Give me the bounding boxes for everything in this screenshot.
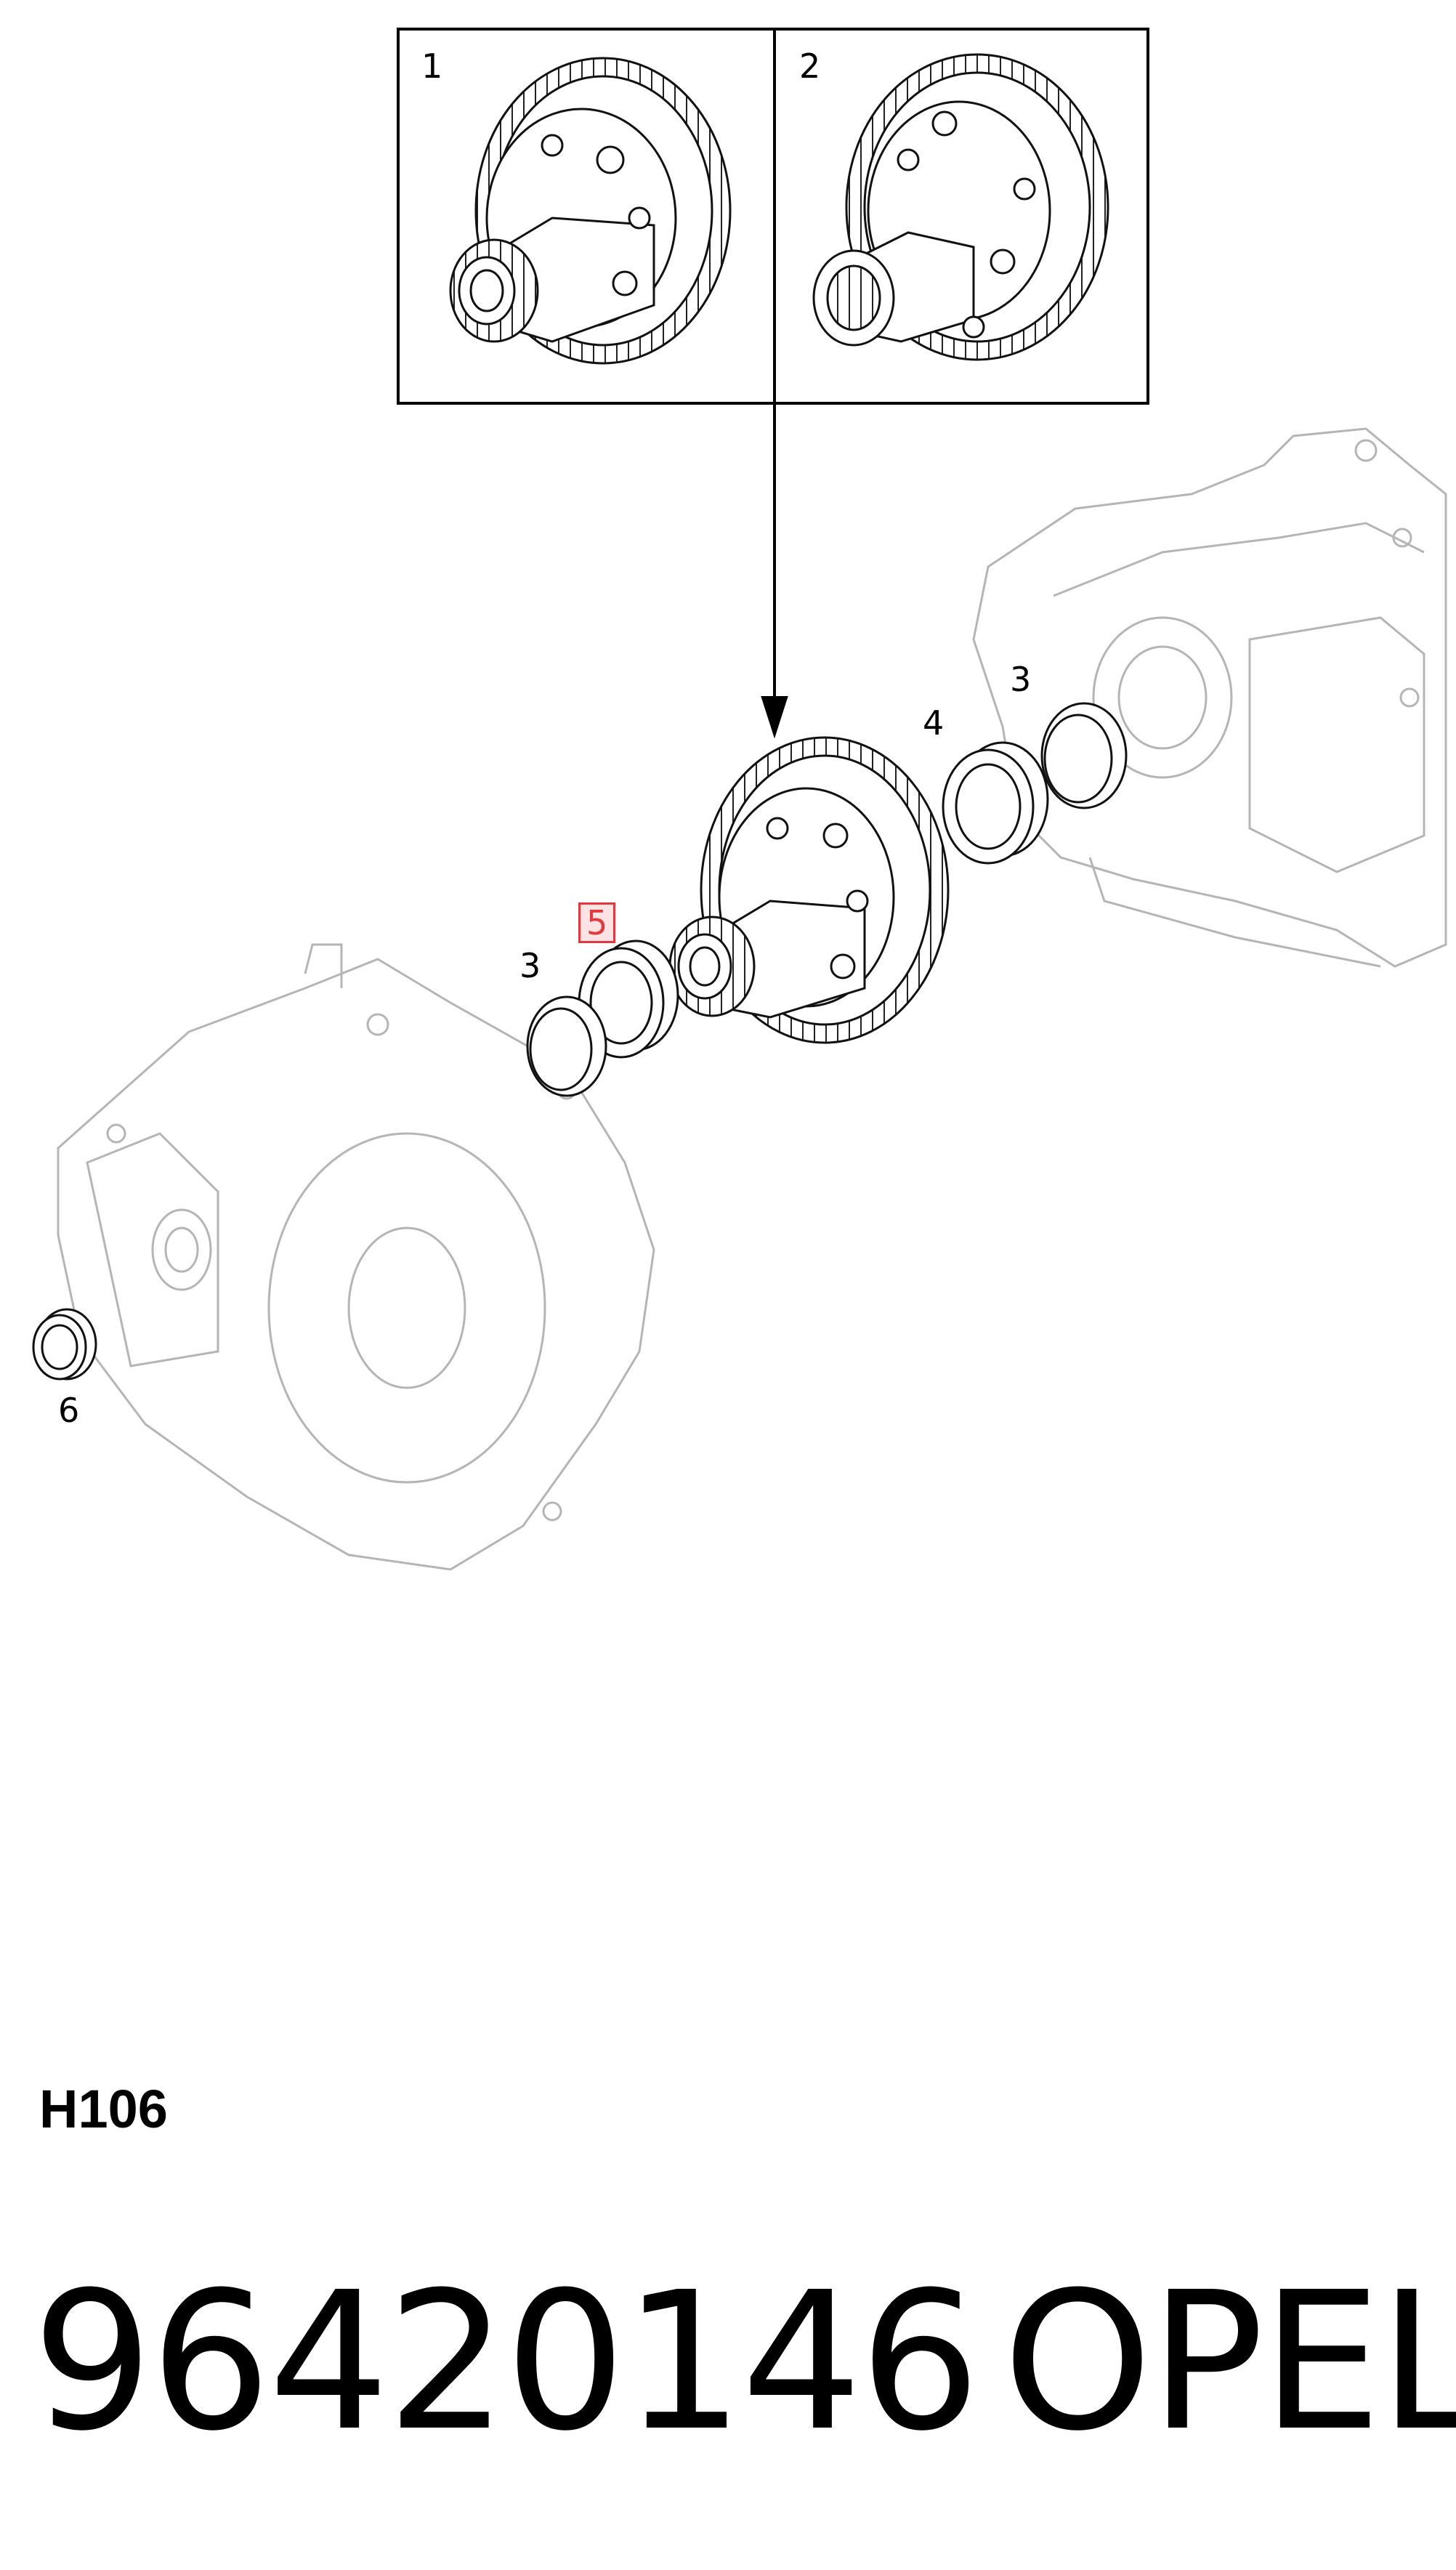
- callout-3-left: 3: [519, 946, 541, 985]
- callout-6: 6: [58, 1391, 80, 1430]
- callout-1: 1: [421, 47, 443, 86]
- callout-2: 2: [799, 47, 821, 86]
- callout-5-highlighted[interactable]: 5: [578, 902, 616, 943]
- inset-1-differential: [449, 57, 732, 365]
- part-number: 96420146: [32, 2251, 981, 2473]
- housing-right: [972, 427, 1447, 968]
- main-differential: [668, 736, 950, 1044]
- callout-4: 4: [923, 703, 945, 743]
- bearing-left: [578, 939, 679, 1059]
- arrow: [761, 403, 788, 739]
- bearing-cup-left: [526, 995, 607, 1097]
- bearing-cup-right: [1040, 702, 1128, 809]
- bearing-right: [942, 741, 1049, 865]
- callout-3-right: 3: [1010, 660, 1032, 699]
- diagram-code: H106: [39, 2079, 168, 2139]
- seal: [32, 1308, 97, 1381]
- brand-name: OPEL: [1003, 2251, 1456, 2473]
- inset-2-differential: [812, 53, 1109, 361]
